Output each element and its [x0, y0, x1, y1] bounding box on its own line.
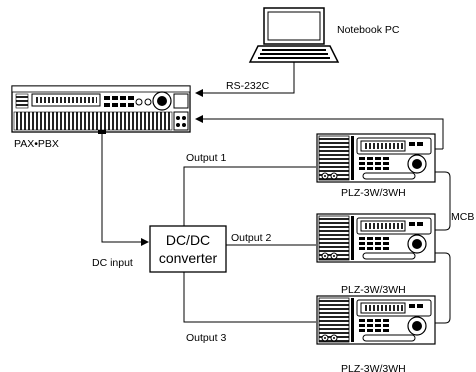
mcb-link-1-2 — [435, 171, 451, 231]
mcb-label: MCB — [451, 211, 474, 223]
converter-label-line2: converter — [159, 250, 218, 266]
dc-input-cable — [101, 134, 149, 246]
pax-pbx-power-supply-icon — [11, 85, 191, 134]
load2-label: PLZ-3W/3WH — [341, 284, 406, 296]
mcb-link-2-3 — [435, 252, 451, 324]
pax-pbx-label: PAX•PBX — [14, 138, 59, 150]
dc-input-label: DC input — [92, 257, 133, 269]
notebook-pc-icon — [248, 7, 340, 63]
output1-label: Output 1 — [186, 152, 226, 164]
converter-label-line1: DC/DC — [166, 232, 210, 248]
output2-label: Output 2 — [231, 232, 271, 244]
electronic-load-3-icon — [316, 295, 436, 345]
output3-cable — [183, 272, 316, 323]
output1-cable — [183, 166, 316, 226]
mcb-cable — [195, 115, 444, 149]
rs232c-label: RS-232C — [226, 80, 270, 92]
dc-dc-converter-box — [149, 225, 227, 273]
load1-label: PLZ-3W/3WH — [341, 187, 406, 199]
rs232c-cable — [195, 62, 295, 97]
electronic-load-1-icon — [316, 133, 436, 183]
load3-label: PLZ-3W/3WH — [341, 363, 406, 372]
electronic-load-2-icon — [316, 213, 436, 263]
output3-label: Output 3 — [186, 332, 226, 344]
notebook-pc-label: Notebook PC — [337, 24, 400, 36]
